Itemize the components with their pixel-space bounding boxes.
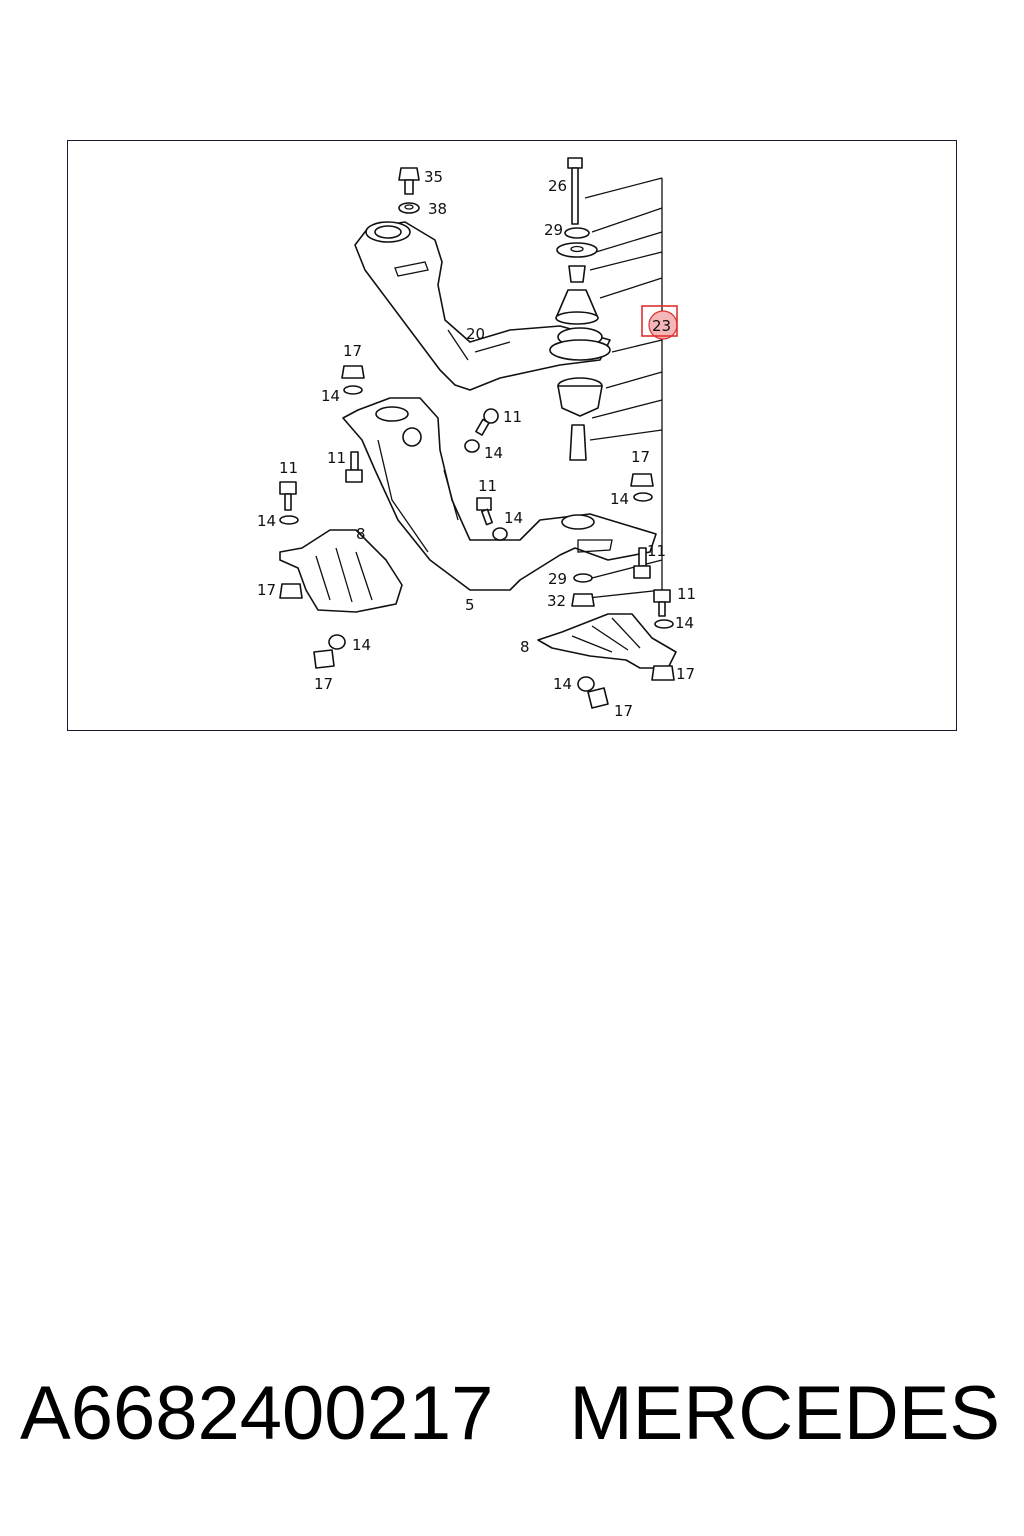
callout-14-right: 14 — [610, 490, 629, 508]
callout-14-upper-left: 14 — [321, 387, 340, 405]
nut-17-bottom-center[interactable] — [587, 687, 609, 709]
callout-17-right: 17 — [631, 448, 650, 466]
callout-29-lower: 29 — [548, 570, 567, 588]
nut-17-right[interactable] — [630, 473, 654, 487]
skid-plate-left-part-8[interactable] — [279, 529, 403, 613]
callout-23-leader — [584, 177, 663, 599]
mount-seat[interactable] — [549, 327, 611, 361]
highlighted-callout-23[interactable]: 23 — [641, 305, 678, 340]
callout-11-left-upright: 11 — [327, 449, 346, 467]
callout-14-mid: 14 — [504, 509, 523, 527]
washer-29-lower[interactable] — [573, 573, 593, 583]
washer-29-top[interactable] — [556, 227, 598, 258]
nut-17-bottom-right[interactable] — [651, 665, 675, 681]
part-caption: A6682400217 MERCEDES — [20, 1370, 1010, 1457]
washer-14-bottom-left[interactable] — [328, 634, 346, 650]
callout-26: 26 — [548, 177, 567, 195]
callout-8-left: 8 — [356, 525, 366, 543]
callout-11-right: 11 — [677, 585, 696, 603]
washer-14-bottom-center[interactable] — [577, 676, 595, 692]
nut-17-left-lower[interactable] — [279, 583, 303, 599]
callout-11-mid: 11 — [478, 477, 497, 495]
callout-17-bottom-right: 17 — [676, 665, 695, 683]
callout-17-bottom-left: 17 — [314, 675, 333, 693]
callout-32: 32 — [547, 592, 566, 610]
callout-14-bottom-left: 14 — [352, 636, 371, 654]
mount-bolt-26[interactable] — [567, 157, 583, 225]
callout-23: 23 — [652, 317, 671, 335]
nut-32[interactable] — [571, 593, 595, 607]
callout-8-right: 8 — [520, 638, 530, 656]
washer-14-far-left[interactable] — [279, 515, 299, 525]
callout-35: 35 — [424, 168, 443, 186]
rubber-cone-upper[interactable] — [555, 289, 599, 325]
crossmember-part-5[interactable] — [342, 397, 657, 591]
upper-bracket-part-20[interactable] — [354, 221, 611, 391]
callout-5: 5 — [465, 596, 475, 614]
spacer-sleeve[interactable] — [569, 424, 587, 461]
brand-name: MERCEDES — [569, 1371, 1001, 1456]
parts-diagram: 23 35 38 26 29 20 17 14 11 14 11 11 14 1… — [257, 157, 696, 720]
bushing-small[interactable] — [568, 265, 586, 283]
callout-20: 20 — [466, 325, 485, 343]
callout-14-bottom-center: 14 — [553, 675, 572, 693]
callout-14-far-left: 14 — [257, 512, 276, 530]
callout-17-left-lower: 17 — [257, 581, 276, 599]
callout-17-upper-left: 17 — [343, 342, 362, 360]
callout-29-top: 29 — [544, 221, 563, 239]
washer-14-right[interactable] — [633, 492, 653, 502]
washer-14-upper-left[interactable] — [343, 385, 363, 395]
rubber-cone-lower[interactable] — [557, 377, 603, 417]
callout-11-far-left: 11 — [279, 459, 298, 477]
diagram-frame — [67, 140, 957, 731]
bolt-11-far-left[interactable] — [279, 481, 297, 511]
callout-17-bottom-center: 17 — [614, 702, 633, 720]
bolt-11-right[interactable] — [653, 589, 671, 617]
callout-11-center: 11 — [503, 408, 522, 426]
bolt-11-right-lower[interactable] — [633, 547, 651, 579]
bolt-11-mid[interactable] — [476, 497, 494, 526]
callout-38: 38 — [428, 200, 447, 218]
bolt-11-center[interactable] — [475, 408, 499, 436]
washer-14-mid[interactable] — [492, 527, 508, 541]
washer-14-center[interactable] — [464, 439, 480, 453]
skid-plate-right-part-8[interactable] — [537, 613, 677, 669]
callout-14-center: 14 — [484, 444, 503, 462]
washer-38[interactable] — [398, 202, 420, 214]
callout-11-right-lower: 11 — [647, 542, 666, 560]
bolt-35[interactable] — [398, 167, 420, 195]
callout-14-right-lower: 14 — [675, 614, 694, 632]
bolt-11-left-upright[interactable] — [345, 451, 363, 483]
nut-17-bottom-left[interactable] — [313, 649, 335, 669]
washer-14-right-lower[interactable] — [654, 619, 674, 629]
nut-17-upper-left[interactable] — [341, 365, 365, 379]
part-number: A6682400217 — [20, 1371, 494, 1456]
